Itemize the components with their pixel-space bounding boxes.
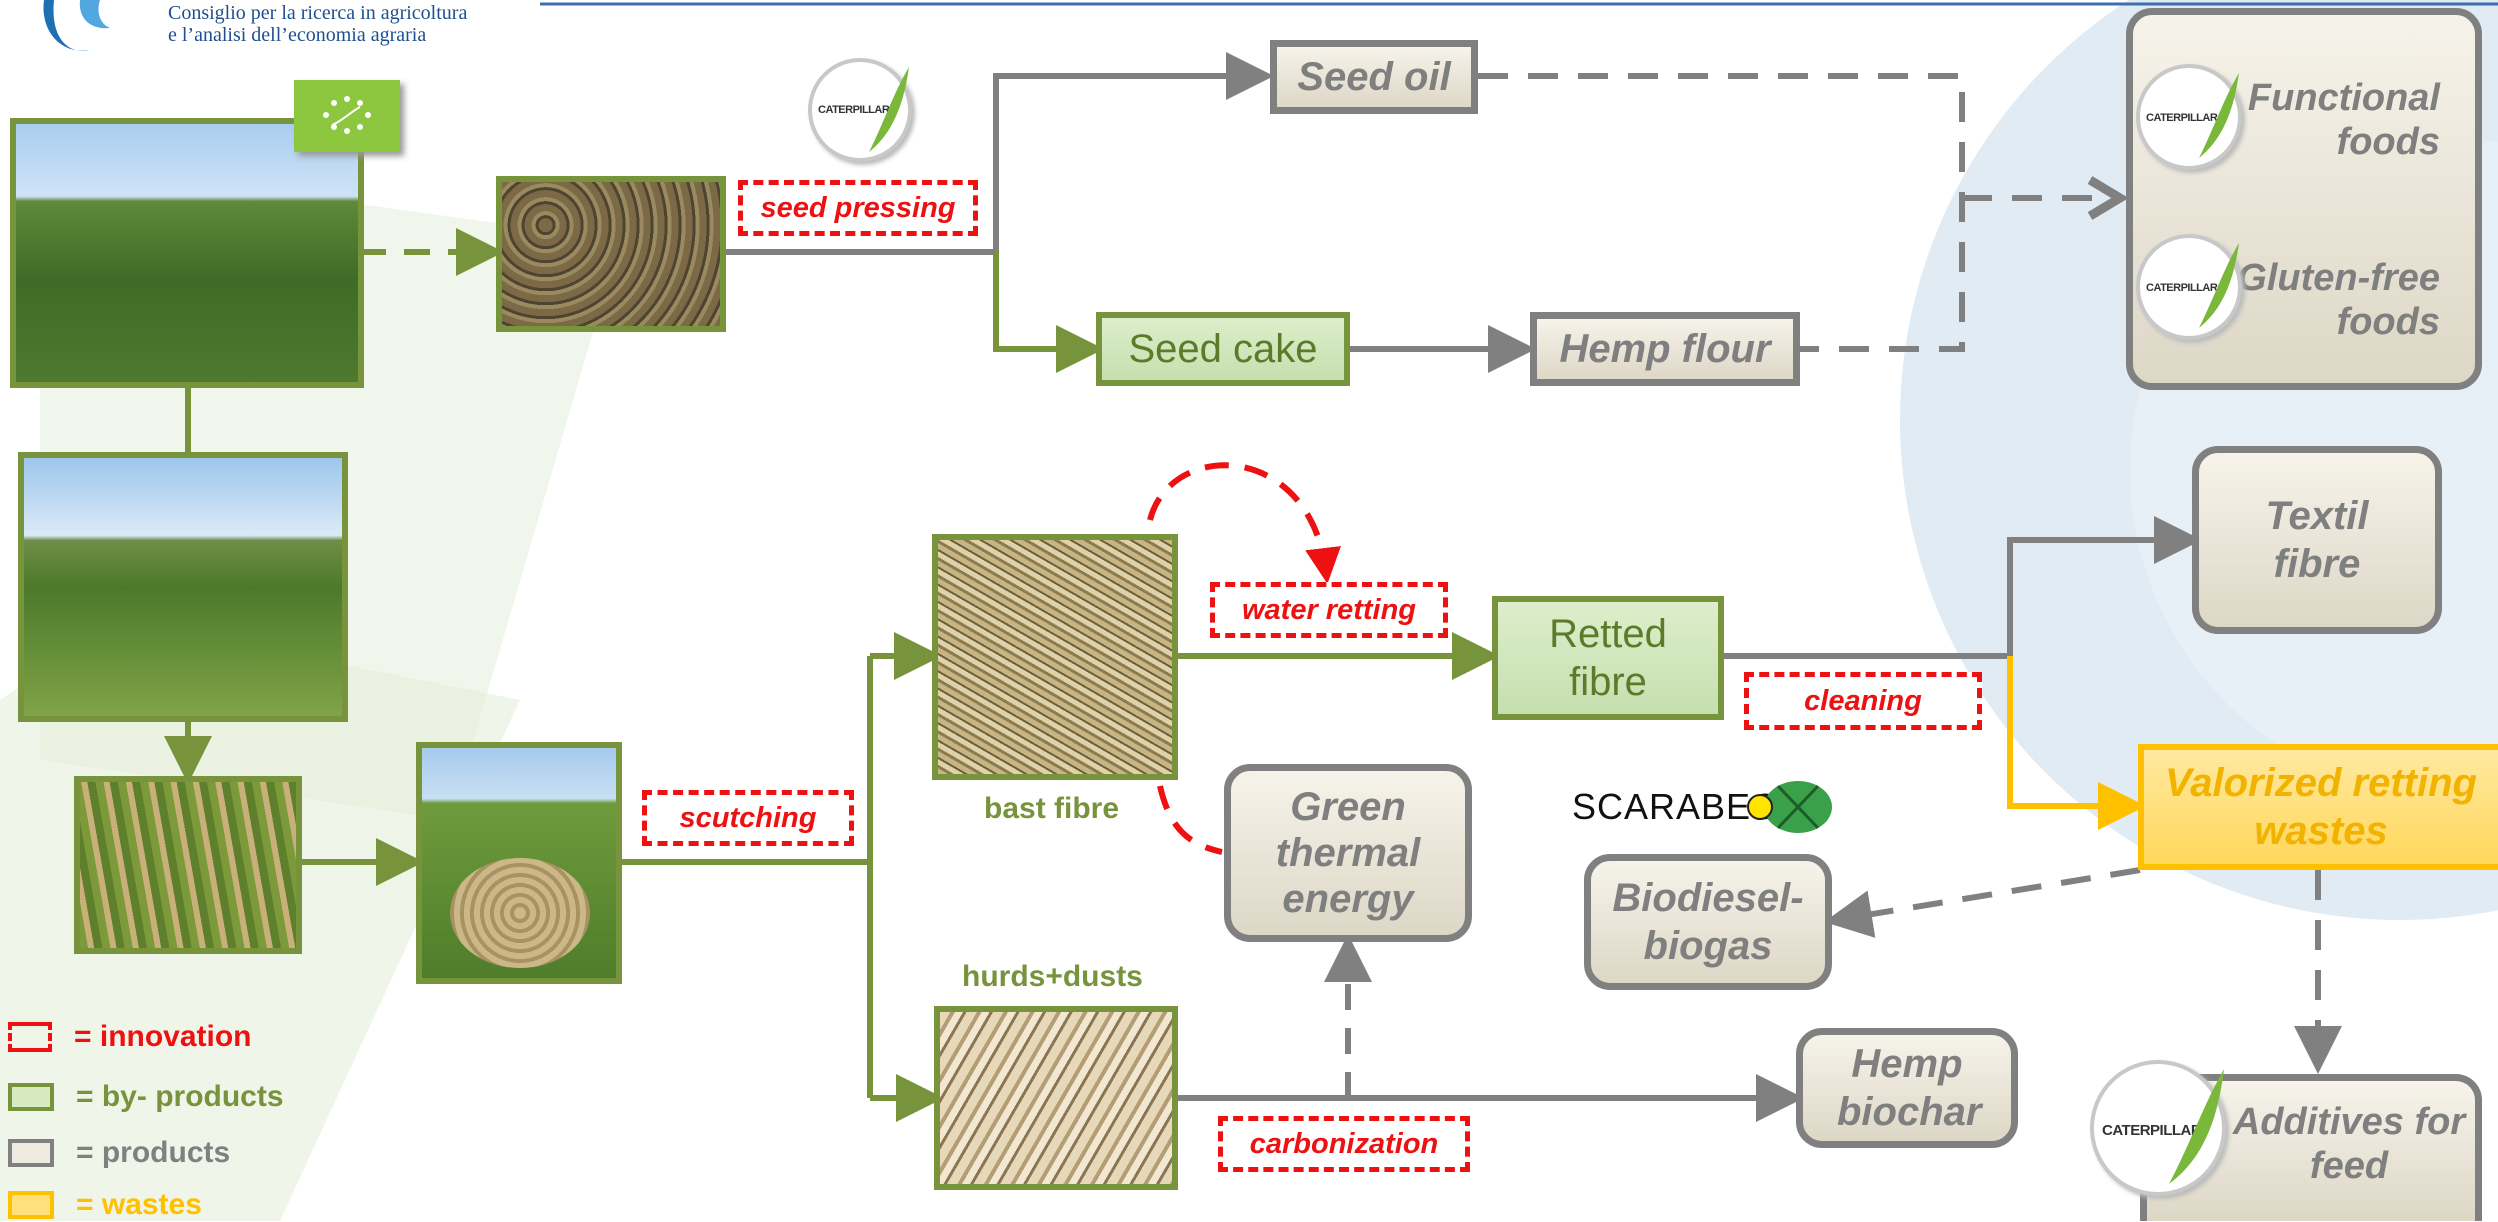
caterpillar-logo-text-4: CATERPILLAR	[2102, 1122, 2202, 1139]
cleaning-step: cleaning	[1744, 672, 1982, 730]
carbonization-step: carbonization	[1218, 1116, 1470, 1172]
photo-chain-connectors	[164, 228, 944, 1122]
bast-fibre-photo	[932, 534, 1178, 780]
caterpillar-logo-functional: CATERPILLAR	[2136, 64, 2242, 170]
legend-wastes: = wastes	[8, 1188, 202, 1222]
gluten-free-foods-text: Gluten-free foods	[2237, 257, 2440, 343]
hurds-dusts-label: hurds+dusts	[962, 960, 1143, 993]
legend-products-text: = products	[76, 1136, 231, 1169]
harvest-tractor-photo	[18, 452, 348, 722]
retted-fibre-box: Retted fibre	[1492, 596, 1724, 720]
legend-swatch-products	[8, 1139, 54, 1167]
legend-wastes-text: = wastes	[76, 1188, 202, 1221]
scarabeo-text: SCARABEO	[1572, 786, 1781, 827]
valorized-retting-wastes-text: Valorized retting wastes	[2165, 761, 2477, 853]
org-name: Consiglio per la ricerca in agricoltura …	[168, 2, 467, 46]
crea-logo	[30, 0, 140, 58]
org-line-1: Consiglio per la ricerca in agricoltura	[168, 2, 468, 24]
valorized-retting-wastes-box: Valorized retting wastes	[2138, 744, 2498, 870]
hurds-dusts-photo	[934, 1006, 1178, 1190]
textil-fibre-box: Textil fibre	[2192, 446, 2442, 634]
scarabeo-beetle-logo: SCARABEO	[1572, 776, 1842, 838]
seed-cake-box: Seed cake	[1096, 312, 1350, 386]
innovation-loop	[1147, 462, 1341, 855]
caterpillar-logo-gluten: CATERPILLAR	[2136, 234, 2242, 340]
legend-by-products-text: = by- products	[76, 1080, 284, 1113]
legend-by-products: = by- products	[8, 1080, 284, 1114]
green-thermal-energy-box: Green thermal energy	[1224, 764, 1472, 942]
hemp-bale-photo	[416, 742, 622, 984]
legend-products: = products	[8, 1136, 230, 1170]
caterpillar-logo-seed: CATERPILLAR	[808, 58, 912, 162]
biodiesel-biogas-text: Biodiesel-biogas	[1612, 876, 1804, 968]
caterpillar-logo-text: CATERPILLAR	[818, 104, 890, 116]
org-line-2: e l’analisi dell’economia agraria	[168, 24, 427, 46]
legend-swatch-by-products	[8, 1083, 54, 1111]
hemp-biochar-text: Hemp biochar	[1837, 1042, 1982, 1134]
caterpillar-logo-text-3: CATERPILLAR	[2146, 282, 2218, 294]
seed-oil-box: Seed oil	[1270, 40, 1478, 114]
bast-fibre-label: bast fibre	[984, 792, 1120, 825]
additives-for-feed-text: Additives for feed	[2232, 1101, 2466, 1187]
functional-foods-text: Functional foods	[2247, 77, 2440, 163]
hemp-biochar-box: Hemp biochar	[1796, 1028, 2018, 1148]
cut-stems-photo	[74, 776, 302, 954]
caterpillar-logo-feed: CATERPILLAR	[2090, 1060, 2226, 1196]
caterpillar-logo-text-2: CATERPILLAR	[2146, 112, 2218, 124]
scutching-step: scutching	[642, 790, 854, 846]
hemp-field-photo	[10, 118, 364, 388]
eu-organic-leaf-icon	[294, 80, 400, 152]
seed-branch-connectors	[724, 52, 2129, 373]
textil-fibre-text: Textil fibre	[2265, 494, 2369, 586]
biodiesel-biogas-box: Biodiesel-biogas	[1584, 854, 1832, 990]
legend-innovation-text: = innovation	[74, 1020, 252, 1053]
water-retting-step: water retting	[1210, 582, 1448, 638]
fibre-branch-connectors	[1176, 516, 2342, 1122]
seed-pressing-step: seed pressing	[738, 180, 978, 236]
hemp-seeds-photo	[496, 176, 726, 332]
retted-fibre-text: Retted fibre	[1549, 612, 1667, 704]
legend-innovation: = innovation	[8, 1020, 252, 1054]
legend-swatch-wastes	[8, 1191, 54, 1219]
green-thermal-energy-text: Green thermal energy	[1275, 785, 1421, 921]
legend-swatch-innovation	[8, 1022, 52, 1052]
hemp-flour-box: Hemp flour	[1530, 312, 1800, 386]
